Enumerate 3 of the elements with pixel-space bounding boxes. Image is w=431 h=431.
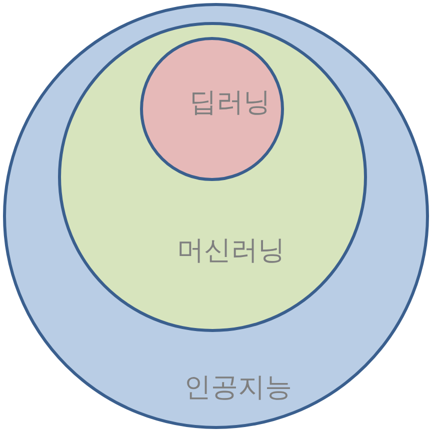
- circle-label: 머신러닝: [177, 234, 285, 268]
- circle-label: 딥러닝: [190, 86, 270, 120]
- circle-label: 인공지능: [184, 371, 292, 405]
